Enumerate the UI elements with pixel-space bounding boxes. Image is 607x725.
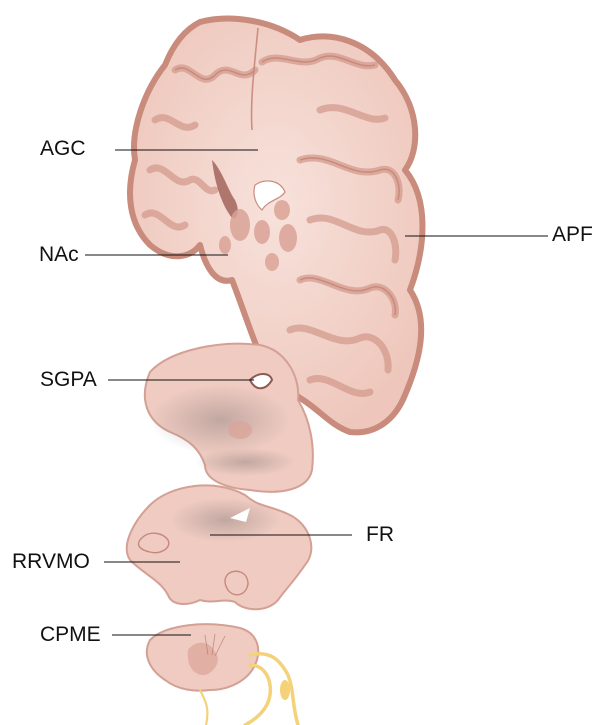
label-cpme: CPME (40, 624, 101, 646)
label-sgpa: SGPA (40, 369, 97, 391)
spinal-nerve (245, 654, 298, 725)
spinal-cord-section (147, 624, 298, 725)
label-nac: NAc (39, 244, 79, 266)
label-fr: FR (366, 524, 394, 546)
label-agc: AGC (40, 138, 86, 160)
medulla-section (127, 485, 312, 609)
midbrain-section (145, 344, 313, 492)
label-apf: APF (552, 224, 593, 246)
label-rrvmo: RRVMO (12, 551, 90, 573)
